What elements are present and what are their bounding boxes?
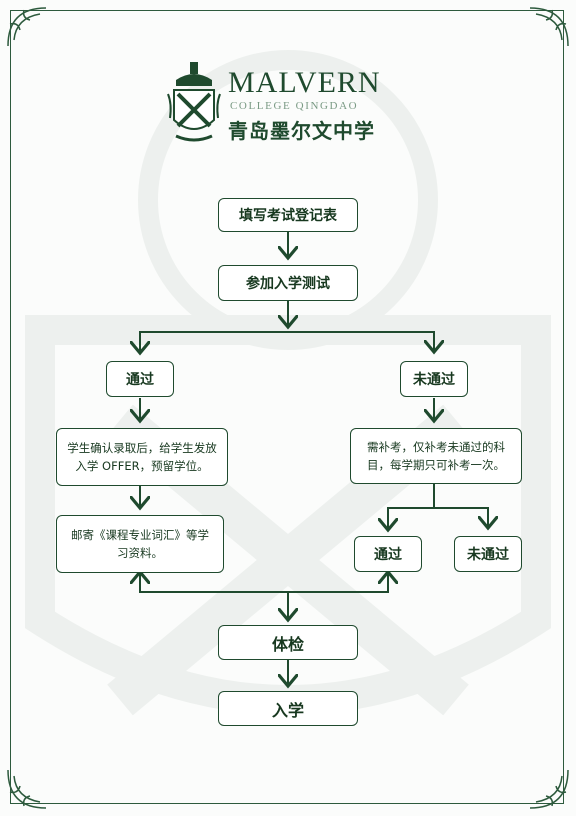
crest-icon	[167, 62, 221, 142]
step-retest-fail: 未通过	[454, 536, 522, 572]
corner-ornament-icon	[7, 7, 47, 47]
step-fail: 未通过	[400, 361, 468, 397]
corner-ornament-icon	[529, 7, 569, 47]
branch-connector	[387, 507, 488, 526]
corner-ornament-icon	[7, 769, 47, 809]
step-take-test: 参加入学测试	[218, 265, 358, 301]
step-pass-detail: 学生确认录取后，给学生发放入学 OFFER，预留学位。	[56, 428, 228, 486]
step-pass: 通过	[106, 361, 174, 397]
logo-name: MALVERN	[228, 66, 381, 99]
merge-connector	[139, 574, 388, 593]
step-fail-detail: 需补考，仅补考未通过的科目，每学期只可补考一次。	[350, 428, 522, 484]
step-fill-form: 填写考试登记表	[218, 198, 358, 232]
step-medical: 体检	[218, 625, 358, 660]
branch-connector	[139, 331, 434, 350]
step-mail-material: 邮寄《课程专业词汇》等学习资料。	[56, 515, 224, 573]
logo-chinese-name: 青岛墨尔文中学	[228, 121, 375, 143]
step-retest-pass: 通过	[354, 536, 422, 572]
page-frame	[10, 10, 564, 804]
step-enroll: 入学	[218, 691, 358, 726]
logo-subtitle: COLLEGE QINGDAO	[230, 100, 359, 112]
corner-ornament-icon	[529, 769, 569, 809]
